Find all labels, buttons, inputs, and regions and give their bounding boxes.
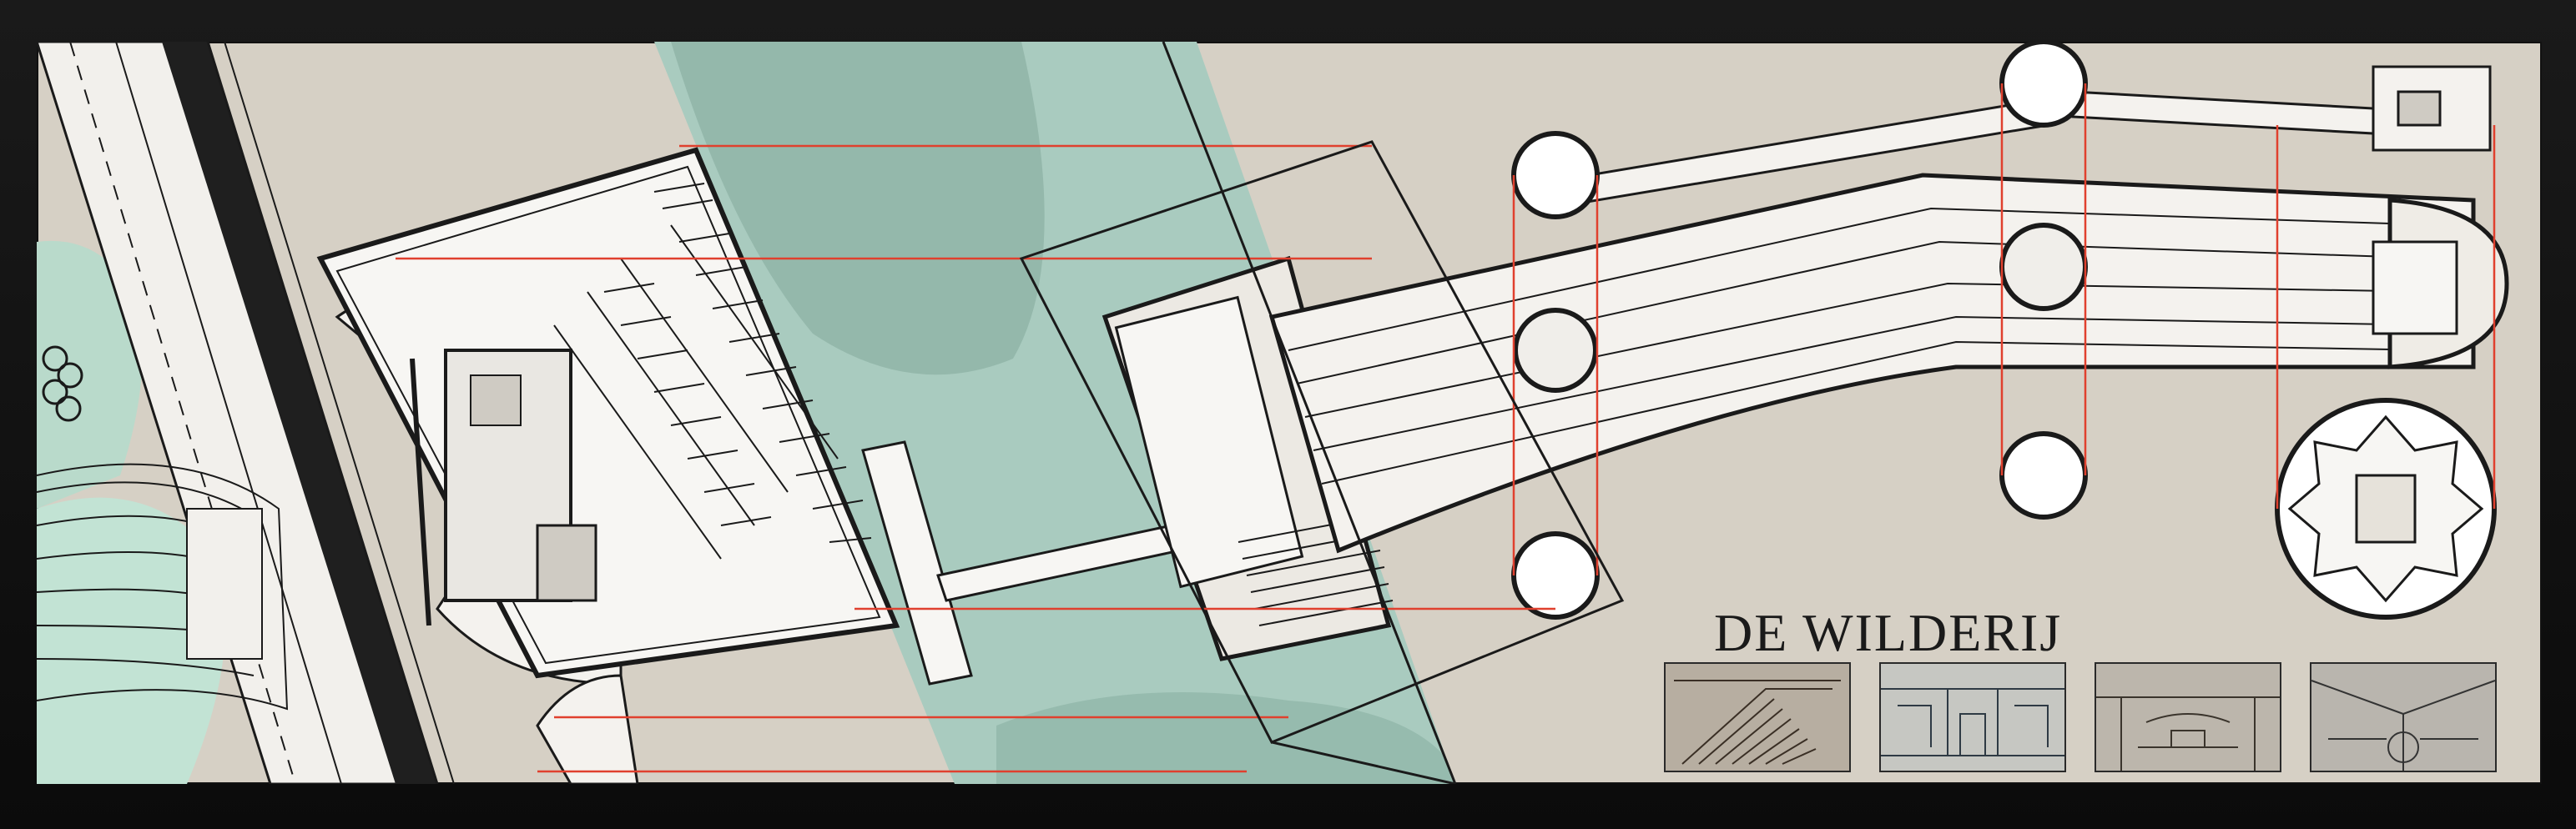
sketch-interior-drawing (2311, 664, 2495, 771)
project-title: DE WILDERIJ (1714, 603, 2063, 662)
road (37, 42, 455, 784)
parking-building (316, 147, 900, 679)
sketch-hall-drawing (1881, 664, 2064, 771)
site-boundary (1019, 42, 1625, 784)
sketch-staircase (1664, 662, 1851, 772)
sketch-room (2095, 662, 2281, 772)
sketch-room-drawing (2096, 664, 2280, 771)
entrance-fan (37, 463, 289, 711)
sketch-staircase-drawing (1666, 664, 1849, 771)
bridge (861, 440, 1182, 686)
sketch-hall (1879, 662, 2066, 772)
sketch-strip (1664, 662, 2498, 772)
tree-symbols (42, 345, 83, 422)
site-plan-board: DE WILDERIJ (37, 42, 2542, 784)
sketch-interior (2310, 662, 2497, 772)
site-plan-drawing (37, 42, 2509, 784)
central-pavilion (1101, 255, 1394, 661)
red-guide-lines (396, 83, 2496, 773)
curving-wing (1268, 173, 2509, 554)
